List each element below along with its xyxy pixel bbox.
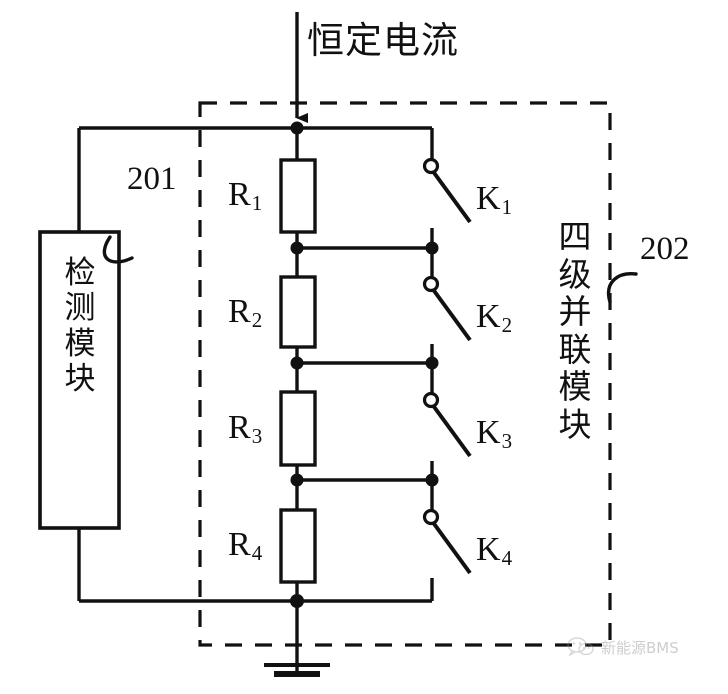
switch-k4-label: K4 [476,531,513,570]
switch-k1-subscript: 1 [501,195,513,219]
resistor-r2-label: R2 [228,293,263,332]
switch-k2-subscript: 2 [501,313,513,337]
resistor-r4-subscript: 4 [251,541,263,565]
switch-k1-name: K [476,180,501,217]
switch-k1-pivot[interactable] [422,157,440,175]
wechat-logo-icon [567,637,594,657]
switch-k3-name: K [476,414,501,451]
detection-module-label: 检 测 模 块 [49,255,111,397]
junction-dot-switch-3 [425,473,439,487]
detection-module-box [38,230,121,530]
reference-number-201: 201 [127,161,177,197]
switch-k3-label: K3 [476,414,513,453]
resistor-r3-label: R3 [228,409,263,448]
detection-module-char-3: 模 [64,325,96,362]
junction-dot-r1-r2 [290,241,304,255]
parallel-module-char-5: 模 [558,367,592,407]
switch-k3-pivot[interactable] [422,391,440,409]
detection-module-char-4: 块 [64,360,96,397]
resistor-r1-subscript: 1 [251,191,263,215]
junction-dot-switch-1 [425,241,439,255]
resistor-r2-body [279,275,317,349]
switch-k4-pivot[interactable] [422,508,440,526]
resistor-r1-body [279,158,317,234]
switch-k3-blade[interactable] [430,402,472,458]
switch-k4-blade[interactable] [430,519,472,575]
parallel-module-char-6: 块 [558,405,592,445]
resistor-r4-body [279,508,317,584]
resistor-r2-subscript: 2 [251,308,263,332]
junction-dot-r2-r3 [290,356,304,370]
switch-k2-name: K [476,298,501,335]
leader-line-202 [606,272,638,304]
switch-k4-subscript: 4 [501,546,513,570]
resistor-r2-name: R [228,293,251,330]
parallel-module-char-3: 并 [558,292,592,332]
resistor-r3-body [279,390,317,467]
resistor-r3-name: R [228,409,251,446]
leader-line-201 [102,235,134,264]
switch-k2-blade[interactable] [430,286,472,342]
resistor-r4-name: R [228,526,251,563]
switch-k4-name: K [476,531,501,568]
resistor-r1-label: R1 [228,176,263,215]
parallel-module-boundary [198,101,612,647]
switch-k2-pivot[interactable] [422,275,440,293]
constant-current-label: 恒定电流 [307,19,459,62]
parallel-module-char-2: 级 [558,254,592,294]
junction-dot-top [290,121,304,135]
junction-dot-switch-2 [425,356,439,370]
resistor-r1-name: R [228,176,251,213]
parallel-module-char-4: 联 [558,329,592,369]
parallel-module-char-1: 四 [558,217,592,256]
junction-dot-r3-r4 [290,473,304,487]
watermark: 新能源BMS [566,636,679,658]
reference-number-202: 202 [640,231,690,267]
switch-k1-label: K1 [476,180,513,219]
parallel-module-label: 四 级 并 联 模 块 [554,218,596,444]
switch-k2-label: K2 [476,298,513,337]
watermark-text: 新能源BMS [601,638,679,657]
detection-module-char-1: 检 [64,255,96,291]
switch-k3-subscript: 3 [501,429,513,453]
switch-k1-blade[interactable] [430,168,472,224]
resistor-r4-label: R4 [228,526,263,565]
detection-module-char-2: 测 [64,290,96,327]
resistor-r3-subscript: 3 [251,424,263,448]
